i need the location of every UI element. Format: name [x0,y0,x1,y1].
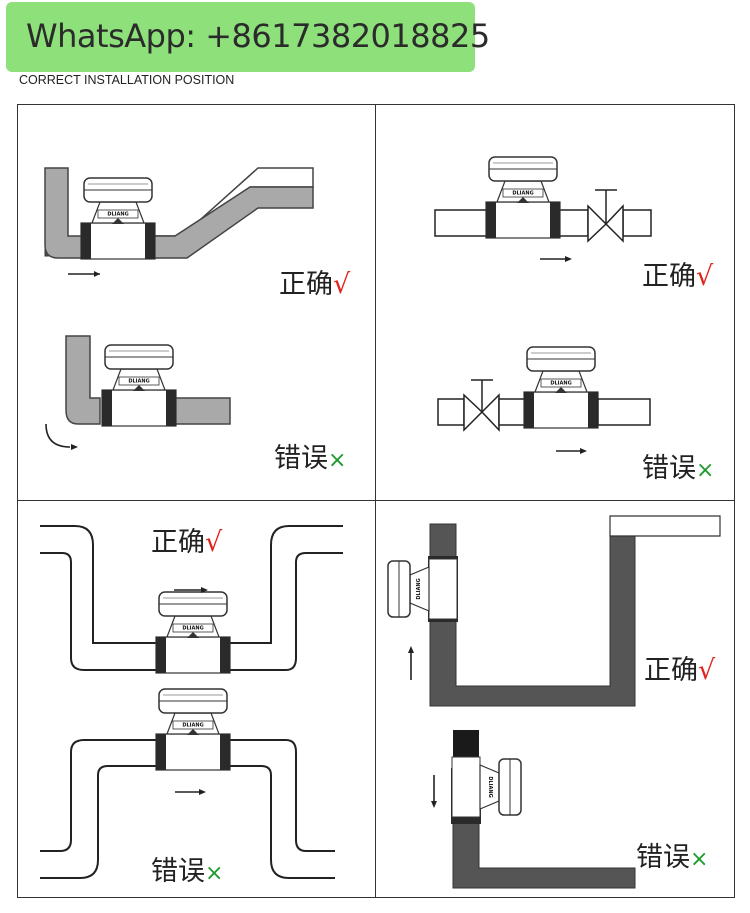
check-mark-icon: √ [333,269,351,300]
bl-wrong-diagram [40,688,335,879]
check-mark-icon: √ [696,261,714,292]
tl-correct-text: 正确 [279,269,333,300]
svg-text:DLIANG: DLIANG [416,578,422,599]
br-correct-caption: 正确√ [644,648,715,687]
br-wrong-caption: 错误× [636,835,708,874]
tl-wrong-text: 错误 [274,443,328,474]
grid-divider-horizontal [17,500,735,501]
br-correct-text: 正确 [644,655,698,686]
svg-text:DLIANG: DLIANG [487,776,493,797]
diagram-grid [17,104,735,898]
br-wrong-diagram: DLIANG [431,730,636,889]
bl-wrong-text: 错误 [151,856,205,887]
check-mark-icon: √ [698,655,716,686]
tl-correct-diagram [44,167,314,277]
bl-correct-text: 正确 [151,527,205,558]
bl-correct-caption: 正确√ [151,520,222,559]
whatsapp-banner: WhatsApp: +8617382018825 [6,2,490,72]
cross-mark-icon: × [205,861,224,886]
tr-correct-caption: 正确√ [642,254,713,293]
tr-wrong-caption: 错误× [642,446,714,485]
cross-mark-icon: × [690,847,709,872]
br-correct-diagram: DLIANG [387,515,721,707]
tr-correct-text: 正确 [642,261,696,292]
grid-divider-vertical [375,104,376,898]
cross-mark-icon: × [328,448,347,473]
tr-wrong-diagram [437,346,651,454]
whatsapp-contact-text: WhatsApp: +8617382018825 [26,17,490,55]
bl-correct-diagram [40,525,343,674]
tl-wrong-caption: 错误× [274,436,346,475]
br-wrong-text: 错误 [636,842,690,873]
tl-wrong-diagram [45,335,231,450]
check-mark-icon: √ [205,527,223,558]
tr-wrong-text: 错误 [642,453,696,484]
cross-mark-icon: × [696,458,715,483]
tr-correct-diagram [434,156,652,262]
page-heading: CORRECT INSTALLATION POSITION [19,73,235,87]
bl-wrong-caption: 错误× [151,849,223,888]
tl-correct-caption: 正确√ [279,262,350,301]
